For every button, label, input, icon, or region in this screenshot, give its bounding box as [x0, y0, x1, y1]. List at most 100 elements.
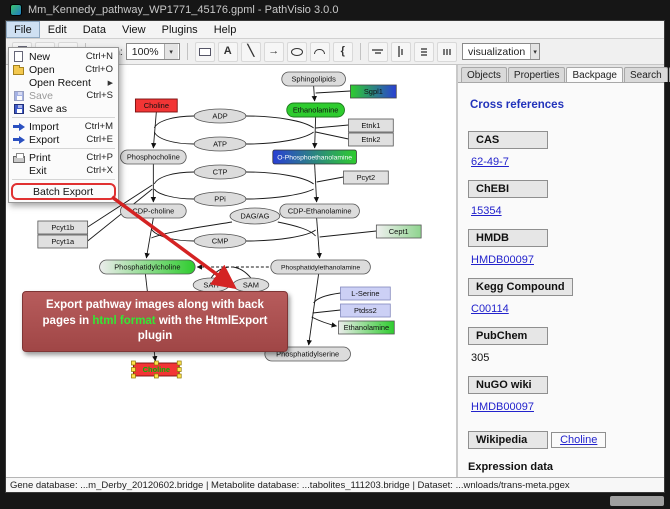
- xref-link[interactable]: HMDB00097: [471, 254, 534, 266]
- align-horizontal-icon: [372, 49, 384, 54]
- menu-item-batch-export[interactable]: Batch Export: [11, 183, 116, 200]
- node-pcyt1b[interactable]: Pcyt1b: [37, 220, 89, 235]
- svg-text:ADP: ADP: [212, 111, 227, 120]
- menu-item-exit[interactable]: Exit Ctrl+X: [29, 164, 113, 177]
- node-pcyt1a[interactable]: Pcyt1a: [37, 234, 89, 249]
- new-arc-button[interactable]: [309, 41, 330, 62]
- xref-link[interactable]: 15354: [471, 205, 502, 217]
- node-etnk2[interactable]: Etnk2: [348, 132, 394, 147]
- svg-text:Pcyt2: Pcyt2: [357, 173, 376, 182]
- node-dag[interactable]: DAG/AG: [229, 207, 281, 225]
- svg-text:DAG/AG: DAG/AG: [240, 211, 269, 220]
- node-phosphatidylethanolamine[interactable]: Phosphatidylethanolamine: [270, 259, 371, 275]
- chevron-down-icon[interactable]: ▾: [530, 44, 539, 59]
- menu-data[interactable]: Data: [82, 23, 106, 36]
- menu-item-new[interactable]: New Ctrl+N: [9, 50, 118, 63]
- menu-item-import[interactable]: Import Ctrl+M: [9, 120, 118, 133]
- xref-label: HMDB: [468, 229, 548, 247]
- node-cdp-choline[interactable]: CDP-choline: [120, 203, 187, 219]
- menu-item-print[interactable]: Print Ctrl+P: [9, 151, 118, 164]
- node-ethanolamine-right[interactable]: Ethanolamine: [338, 320, 395, 335]
- resize-grip[interactable]: [610, 496, 664, 506]
- node-phosphocholine[interactable]: Phosphocholine: [120, 149, 187, 165]
- xref-section-kegg: Kegg Compound C00114: [468, 278, 654, 315]
- node-o-phosphoethanolamine[interactable]: O-Phosphoethanolamine: [272, 149, 357, 165]
- menu-file[interactable]: File: [6, 21, 40, 38]
- node-ptdss2[interactable]: Ptdss2: [340, 303, 391, 318]
- svg-text:Ptdss2: Ptdss2: [354, 306, 377, 315]
- xref-link[interactable]: Choline: [551, 432, 607, 448]
- arrow-icon: →: [268, 45, 280, 57]
- zoom-select[interactable]: 100% ▾: [125, 43, 180, 60]
- menu-separator: [12, 148, 115, 149]
- new-datanode-button[interactable]: [194, 41, 215, 62]
- xref-section-cas: CAS 62-49-7: [468, 131, 654, 168]
- menu-item-save[interactable]: Save Ctrl+S: [9, 89, 118, 102]
- node-ppi[interactable]: PPi: [193, 191, 247, 207]
- node-atp[interactable]: ATP: [193, 136, 247, 152]
- node-cmp[interactable]: CMP: [193, 233, 247, 249]
- title-bar[interactable]: Mm_Kennedy_pathway_WP1771_45176.gpml - P…: [0, 0, 670, 20]
- toolbar-separator: [186, 43, 188, 60]
- tab-search[interactable]: Search: [623, 67, 668, 82]
- submenu-arrow-icon: ▶: [107, 79, 113, 87]
- node-ethanolamine-top[interactable]: Ethanolamine: [286, 102, 345, 118]
- node-sphingolipids[interactable]: Sphingolipids: [281, 71, 346, 87]
- svg-text:CMP: CMP: [212, 236, 229, 245]
- datanode-icon: [198, 47, 211, 56]
- menu-item-export[interactable]: Export Ctrl+E: [9, 133, 118, 146]
- node-phosphatidylcholine[interactable]: Phosphatidylcholine: [99, 259, 196, 275]
- node-pcyt2[interactable]: Pcyt2: [343, 170, 389, 185]
- menu-item-save-as[interactable]: Save as: [9, 102, 118, 115]
- xref-link[interactable]: C00114: [471, 303, 509, 315]
- menu-plugins[interactable]: Plugins: [161, 23, 198, 36]
- xref-label: Wikipedia: [468, 431, 548, 449]
- xref-link[interactable]: HMDB00097: [471, 401, 534, 413]
- node-adp[interactable]: ADP: [193, 108, 247, 124]
- tab-properties[interactable]: Properties: [507, 67, 566, 82]
- node-choline-bottom[interactable]: Choline: [131, 360, 182, 379]
- menu-view[interactable]: View: [121, 23, 146, 36]
- svg-text:PPi: PPi: [214, 194, 226, 203]
- svg-text:Pcyt1b: Pcyt1b: [51, 223, 74, 232]
- new-label-button[interactable]: A: [217, 41, 238, 62]
- tab-objects[interactable]: Objects: [461, 67, 507, 82]
- menu-item-open[interactable]: Open Ctrl+O: [9, 63, 118, 76]
- new-brace-button[interactable]: {: [332, 41, 353, 62]
- node-cept1[interactable]: Cept1: [375, 224, 422, 239]
- open-folder-icon: [13, 64, 24, 75]
- new-shape-button[interactable]: [286, 41, 307, 62]
- align-center-y-button[interactable]: [390, 41, 411, 62]
- stack-horizontal-button[interactable]: [436, 41, 457, 62]
- visualization-value: visualization: [468, 45, 526, 58]
- new-line-button[interactable]: ╲: [240, 41, 261, 62]
- node-etnk1[interactable]: Etnk1: [348, 118, 394, 133]
- oval-icon: [290, 47, 303, 56]
- tab-backpage[interactable]: Backpage: [566, 67, 623, 82]
- menu-item-open-recent[interactable]: Open Recent ▶: [29, 76, 113, 89]
- align-center-x-button[interactable]: [367, 41, 388, 62]
- node-sam[interactable]: SAM: [232, 277, 270, 293]
- brace-icon: {: [340, 45, 345, 57]
- node-cdp-ethanolamine[interactable]: CDP-Ethanolamine: [279, 203, 360, 219]
- visualization-select[interactable]: visualization ▾: [462, 43, 540, 60]
- menu-edit[interactable]: Edit: [47, 23, 67, 36]
- svg-text:Etnk2: Etnk2: [361, 135, 380, 144]
- selection-handles[interactable]: [131, 360, 182, 379]
- stack-vertical-button[interactable]: [413, 41, 434, 62]
- menu-help[interactable]: Help: [213, 23, 237, 36]
- xref-link[interactable]: 62-49-7: [471, 156, 509, 168]
- node-sah[interactable]: SAH: [192, 277, 230, 293]
- new-arrow-button[interactable]: →: [263, 41, 284, 62]
- node-sgpl1[interactable]: Sgpl1: [350, 84, 397, 99]
- svg-text:CDP-choline: CDP-choline: [132, 206, 174, 215]
- chevron-down-icon[interactable]: ▾: [163, 44, 178, 59]
- line-icon: ╲: [247, 45, 255, 57]
- node-ctp[interactable]: CTP: [193, 164, 247, 180]
- tab-legend[interactable]: Legend: [668, 67, 670, 82]
- node-l-serine[interactable]: L-Serine: [340, 286, 391, 301]
- node-choline-top[interactable]: Choline: [134, 98, 178, 113]
- save-disk-icon: [13, 90, 24, 101]
- zoom-value: 100%: [131, 45, 159, 58]
